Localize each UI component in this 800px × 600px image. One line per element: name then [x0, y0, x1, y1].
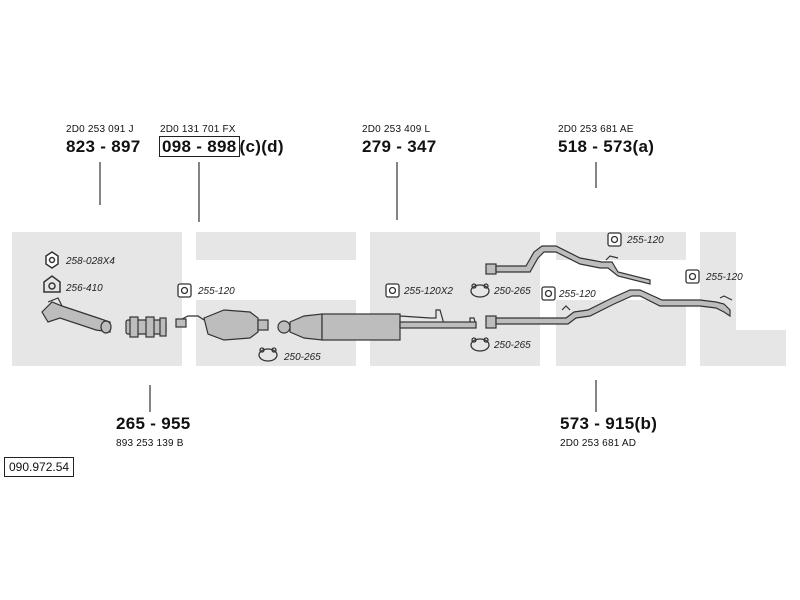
ref-255-120[interactable]: 255-120: [627, 235, 664, 246]
ref-250-265[interactable]: 250-265: [494, 340, 531, 351]
part-number-098-898[interactable]: 098 - 898(c)(d): [159, 136, 284, 157]
part-suffix-text: (a): [632, 137, 655, 156]
ref-255-120[interactable]: 255-120: [559, 289, 596, 300]
rubber-mount-icon: [177, 232, 700, 301]
leader-lines: [99, 162, 597, 412]
part-oem-518-573: 2D0 253 681 AE: [558, 124, 634, 135]
part-number-518-573[interactable]: 518 - 573(a): [558, 137, 654, 157]
part-suffix-text: (c)(d): [239, 137, 284, 156]
middle-silencer-part: [277, 309, 477, 341]
part-oem-098-898: 2D0 131 701 FX: [160, 124, 236, 135]
part-oem-573-915: 2D0 253 681 AD: [560, 438, 637, 449]
part-number-text: 573 - 915: [560, 414, 635, 433]
ref-250-265[interactable]: 250-265: [494, 286, 531, 297]
catalytic-converter-part: [175, 309, 269, 341]
rear-pipe-upper-part: [485, 245, 651, 285]
part-number-279-347[interactable]: 279 - 347: [362, 137, 437, 157]
ref-256-410[interactable]: 256-410: [66, 283, 103, 294]
part-suffix-text: (b): [634, 414, 658, 433]
part-number-265-955[interactable]: 265 - 955: [116, 414, 191, 434]
flex-joint-part: [125, 316, 167, 338]
front-pipe-part: [41, 297, 112, 334]
ref-255-120[interactable]: 255-120: [198, 286, 235, 297]
document-id-label: 090.972.54: [4, 457, 75, 477]
part-oem-265-955: 893 253 139 B: [116, 438, 184, 449]
ref-250-265[interactable]: 250-265: [284, 352, 321, 363]
part-number-text: 823 - 897: [66, 137, 141, 156]
part-number-573-915[interactable]: 573 - 915(b): [560, 414, 657, 434]
nut-icon: [45, 251, 59, 269]
gasket-icon: [43, 275, 61, 293]
watermark: [12, 232, 786, 366]
part-number-text: 518 - 573: [558, 137, 633, 156]
rear-pipe-lower-part: [485, 289, 733, 329]
ref-258-028x4[interactable]: 258-028X4: [66, 256, 115, 267]
part-number-823-897[interactable]: 823 - 897: [66, 137, 141, 157]
part-oem-279-347: 2D0 253 409 L: [362, 124, 431, 135]
part-oem-823-897: 2D0 253 091 J: [66, 124, 134, 135]
clamp-icon: [258, 283, 490, 362]
part-number-text: 098 - 898: [159, 136, 240, 157]
part-number-text: 279 - 347: [362, 137, 437, 156]
ref-255-120[interactable]: 255-120: [706, 272, 743, 283]
ref-255-120x2[interactable]: 255-120X2: [404, 286, 453, 297]
part-number-text: 265 - 955: [116, 414, 191, 433]
